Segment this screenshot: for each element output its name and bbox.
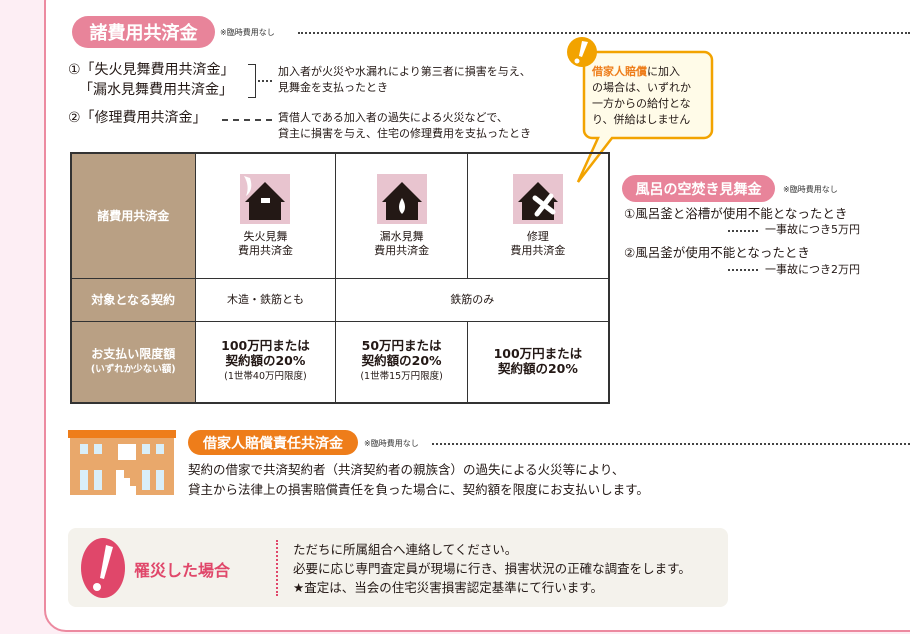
section-note: ※臨時費用なし	[783, 185, 838, 194]
type-label: 費用共済金	[510, 243, 566, 257]
item2-label: ②「修理費用共済金」	[68, 110, 207, 126]
leader-dots	[728, 269, 758, 271]
row-header-label: お支払い限度額	[91, 346, 176, 361]
row-header: 諸費用共済金	[70, 152, 196, 279]
leader-dots	[258, 80, 272, 82]
limit-rate: 契約額の20%	[497, 360, 578, 376]
type-cell-repair: 修理費用共済金	[466, 152, 610, 279]
row-header-sub: (いずれか少ない額)	[90, 363, 176, 375]
item1-desc-2: 見舞金を支払ったとき	[278, 81, 388, 94]
limit-rate: 契約額の20%	[225, 353, 306, 369]
disaster-line: ★査定は、当会の住宅災害損害認定基準にて行います。	[293, 580, 603, 595]
callout-line: 一方からの給付とな	[592, 97, 691, 110]
callout-line: り、併給はしません	[592, 113, 691, 126]
type-cell-water: 漏水見舞費用共済金	[335, 152, 468, 279]
leader-dots	[222, 119, 272, 121]
house-water-icon	[376, 173, 427, 224]
item2-desc: 賃借人である加入者の過失による火災などで、	[278, 111, 508, 124]
house-fire-icon	[240, 173, 291, 224]
item1-label-2: 「漏水見舞費用共済金」	[79, 82, 233, 98]
type-label: 費用共済金	[237, 243, 293, 257]
section-title-liability: 借家人賠償責任共済金	[188, 430, 358, 455]
bath-item2-amount: 一事故につき2万円	[765, 263, 860, 276]
limit-cell: 50万円または契約額の20% (1世帯15万円限度)	[335, 320, 468, 404]
type-label: 失火見舞	[243, 229, 288, 243]
bath-item1: ①風呂釜と浴槽が使用不能となったとき	[624, 206, 848, 221]
type-label: 漏水見舞	[379, 229, 424, 243]
dotted-divider	[298, 32, 910, 34]
section-title-misc-expenses: 諸費用共済金	[72, 16, 215, 48]
callout-text: 借家人賠償に加入 の場合は、いずれか 一方からの給付とな り、併給はしません	[592, 64, 691, 128]
liability-desc-2: 貸主から法律上の損害賠償責任を負った場合に、契約額を限度にお支払いします。	[188, 482, 649, 497]
liability-desc: 契約の借家で共済契約者（共済契約者の親族含）の過失による火災等により、	[188, 462, 625, 477]
callout-highlight: 借家人賠償	[592, 65, 647, 78]
section-note: ※臨時費用なし	[220, 28, 275, 37]
limit-cell: 100万円または契約額の20%	[466, 320, 610, 404]
coverage-table: 諸費用共済金 失火見舞費用共済金 漏水見舞費用共済金 修理費用共済金 対象となる…	[70, 152, 610, 404]
section-note: ※臨時費用なし	[364, 439, 419, 448]
apartment-building-icon	[68, 430, 176, 495]
row-header: 対象となる契約	[70, 277, 196, 322]
callout-line: に加入	[647, 65, 680, 78]
limit-amount: 100万円または	[221, 338, 310, 354]
bath-item1-amount: 一事故につき5万円	[765, 223, 860, 236]
row-header: お支払い限度額 (いずれか少ない額)	[70, 320, 196, 404]
exclamation-icon	[81, 538, 125, 598]
disaster-title: 罹災した場合	[134, 561, 231, 580]
limit-amount: 50万円または	[361, 338, 442, 354]
dotted-divider	[432, 443, 910, 445]
limit-cell: 100万円または契約額の20% (1世帯40万円限度)	[194, 320, 337, 404]
type-label: 費用共済金	[374, 243, 430, 257]
item2-desc-2: 貸主に損害を与え、住宅の修理費用を支払ったとき	[278, 127, 531, 140]
dotted-separator	[276, 540, 278, 596]
bracket	[248, 64, 256, 98]
contract-cell: 木造・鉄筋とも	[194, 277, 337, 322]
item1-desc: 加入者が火災や水漏れにより第三者に損害を与え、	[278, 65, 531, 78]
leader-dots	[728, 230, 758, 232]
limit-cap: (1世帯15万円限度)	[360, 371, 443, 383]
section-title-bath: 風呂の空焚き見舞金	[622, 175, 775, 202]
bath-item2: ②風呂釜が使用不能となったとき	[624, 245, 810, 260]
disaster-box	[68, 528, 728, 607]
disaster-line: ただちに所属組合へ連絡してください。	[293, 542, 518, 557]
limit-cap: (1世帯40万円限度)	[224, 371, 307, 383]
callout-line: の場合は、いずれか	[592, 81, 691, 94]
contract-cell: 鉄筋のみ	[335, 277, 610, 322]
type-cell-fire: 失火見舞費用共済金	[194, 152, 337, 279]
limit-rate: 契約額の20%	[361, 353, 442, 369]
disaster-line: 必要に応じ専門査定員が現場に行き、損害状況の正確な調査をします。	[293, 561, 691, 576]
house-repair-icon	[512, 173, 563, 224]
limit-amount: 100万円または	[493, 345, 583, 361]
item1-label: ①「失火見舞費用共済金」	[68, 62, 235, 78]
type-label: 修理	[526, 229, 549, 243]
